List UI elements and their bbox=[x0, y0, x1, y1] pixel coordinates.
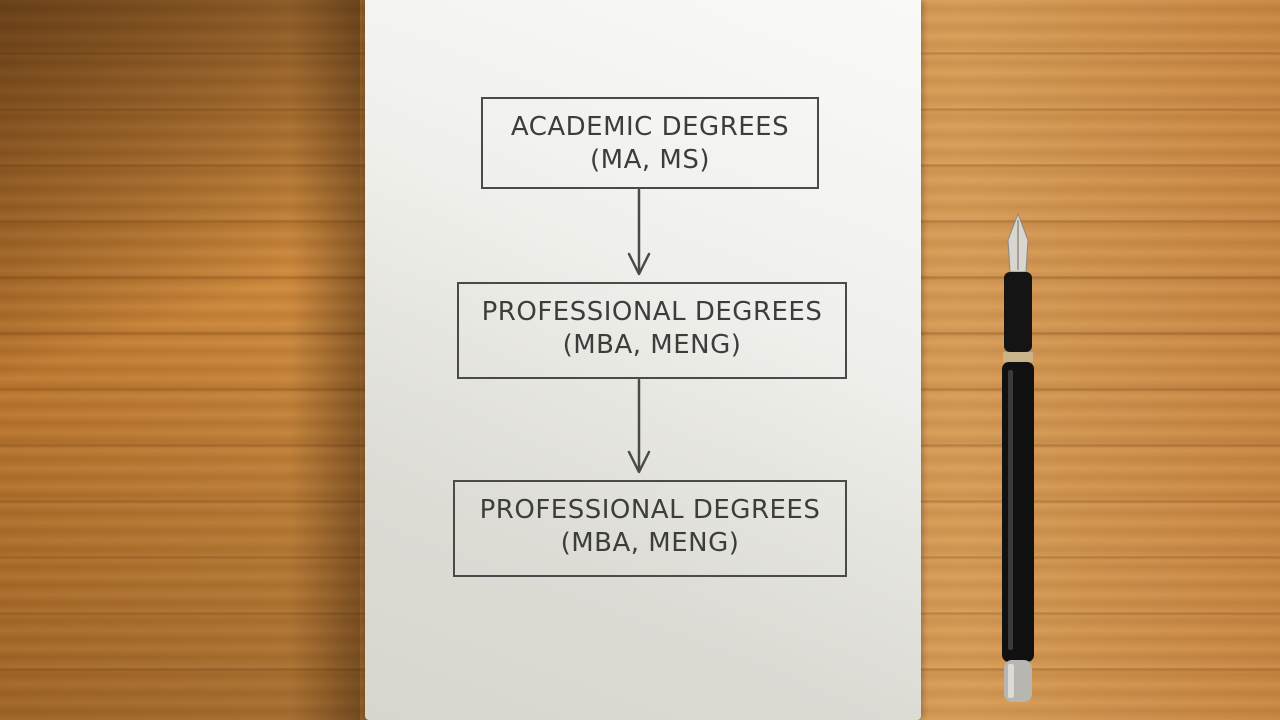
node-subtitle: (MBA, MENG) bbox=[562, 330, 742, 360]
node-subtitle: (MA, MS) bbox=[590, 145, 710, 175]
node-title: PROFESSIONAL DEGREES bbox=[481, 297, 823, 327]
flowchart-node-academic-degrees: ACADEMIC DEGREES (MA, MS) bbox=[481, 97, 819, 189]
desk-shadow bbox=[0, 0, 360, 720]
arrow-1-head bbox=[627, 252, 651, 276]
node-subtitle: (MBA, MENG) bbox=[560, 528, 740, 558]
flowchart-node-professional-degrees-repeat: PROFESSIONAL DEGREES (MBA, MENG) bbox=[453, 480, 847, 577]
arrow-2-head bbox=[627, 450, 651, 474]
notebook-page: ACADEMIC DEGREES (MA, MS) PROFESSIONAL D… bbox=[365, 0, 921, 720]
notebook-shadow bbox=[290, 0, 370, 720]
flowchart-node-professional-degrees: PROFESSIONAL DEGREES (MBA, MENG) bbox=[457, 282, 847, 379]
node-title: ACADEMIC DEGREES bbox=[510, 112, 790, 142]
flowchart-arrows bbox=[627, 188, 651, 474]
fountain-pen-icon bbox=[1002, 212, 1034, 702]
node-title: PROFESSIONAL DEGREES bbox=[479, 495, 821, 525]
